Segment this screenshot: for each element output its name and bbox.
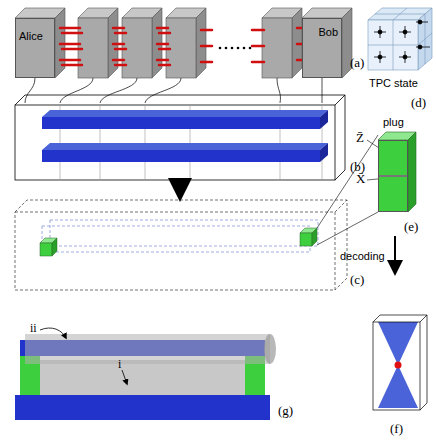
ellipsis-dots (219, 47, 252, 50)
dashed-box (15, 200, 347, 290)
plug-box (378, 132, 416, 212)
decode-arrow (394, 236, 396, 272)
callout-arrow (40, 328, 66, 338)
layer-box (15, 95, 345, 180)
down-arrow (179, 183, 182, 196)
callout-number: ii (30, 322, 37, 334)
panel-label: (g) (278, 404, 293, 417)
tpc-lattice (368, 8, 432, 70)
entangled-pairs (60, 28, 305, 65)
defect-bars (42, 110, 328, 162)
bob-slab: Bob (302, 18, 342, 78)
slab-chain (15, 8, 352, 78)
state-label: TPC state (369, 78, 418, 89)
process-label: decoding (340, 251, 385, 262)
cylinder-geometry (15, 334, 276, 420)
operator-label: Z̄ (356, 131, 364, 144)
panel-label: (f) (390, 422, 403, 435)
panel-label: (e) (404, 220, 418, 233)
lattice-sites (374, 20, 430, 63)
plug-cubes (40, 228, 317, 256)
mapping-lines (25, 78, 322, 103)
plug-box: plug (378, 140, 408, 212)
dashed-defects (42, 220, 318, 252)
callout-arrow (122, 370, 127, 384)
panel-label: (a) (350, 56, 364, 69)
panel-label: (d) (411, 96, 426, 109)
alice-slab: Alice (15, 18, 55, 78)
node-text: Bob (318, 27, 338, 38)
zoom-lines (317, 135, 378, 245)
panel-label: (c) (350, 273, 364, 286)
node-text: plug (383, 117, 404, 128)
decoded-box (373, 315, 427, 410)
node-text: Alice (19, 31, 43, 42)
callout-number: i (118, 358, 121, 370)
operator-label: X̄ (356, 172, 365, 185)
